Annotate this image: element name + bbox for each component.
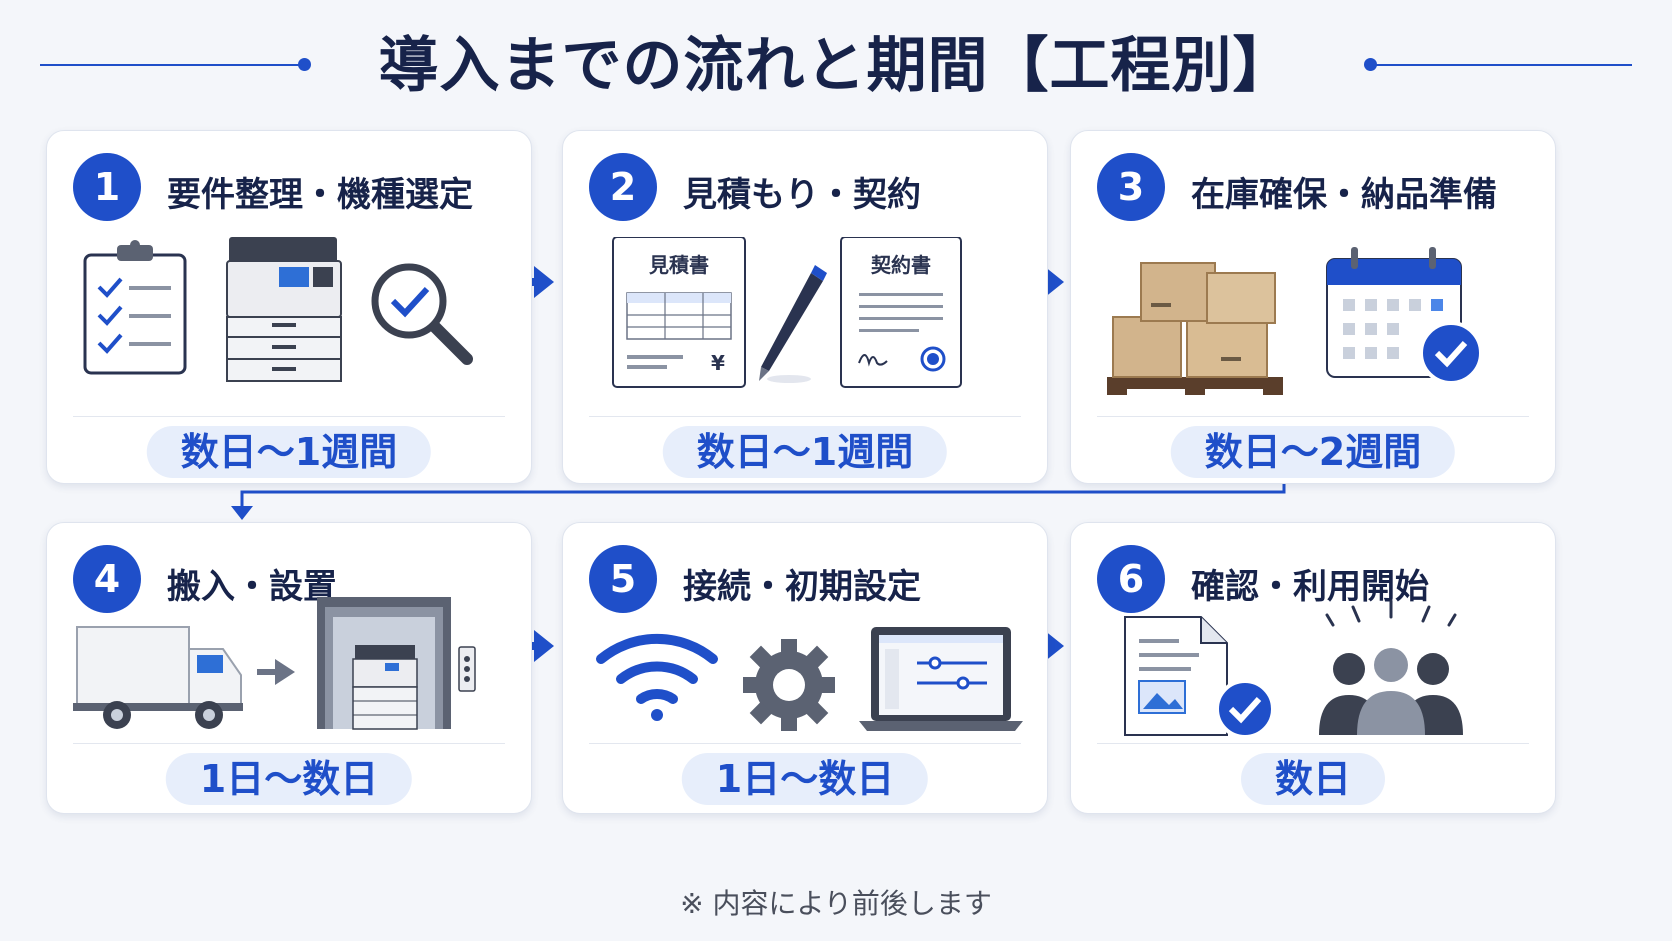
duration-badge: 数日〜1週間 [146, 426, 432, 478]
duration-badge: 1日〜数日 [165, 753, 413, 805]
step-card-4: 4 搬入・設置 1日〜数日 [46, 522, 532, 814]
step-number-badge: 4 [73, 545, 141, 613]
cardboard-boxes-pallet-icon [1107, 262, 1283, 395]
step-illustration [73, 597, 476, 730]
step-illustration [83, 237, 473, 382]
step-header: 4 搬入・設置 [73, 545, 511, 613]
step-number-badge: 2 [589, 153, 657, 221]
duration-badge: 数日 [1240, 753, 1386, 805]
copier-in-elevator-icon [317, 597, 476, 730]
step-title: 在庫確保・納品準備 [1191, 175, 1497, 215]
title-row: 導入までの流れと期間【工程別】 [0, 28, 1672, 108]
contract-document-label: 契約書 [871, 253, 931, 277]
step-number-badge: 5 [589, 545, 657, 613]
card-divider [73, 743, 505, 744]
step-number-badge: 1 [73, 153, 141, 221]
estimate-document-icon [612, 237, 746, 388]
footnote: ※ 内容により前後します [680, 887, 992, 920]
title-line-left [40, 64, 302, 66]
arrow-right-icon [257, 659, 295, 685]
delivery-truck-icon [73, 626, 243, 729]
duration-badge: 数日〜1週間 [662, 426, 948, 478]
page-title: 導入までの流れと期間【工程別】 [378, 31, 1294, 101]
card-divider [589, 743, 1021, 744]
step-card-6: 6 確認・利用開始 数日 [1070, 522, 1556, 814]
laptop-settings-icon [859, 627, 1023, 731]
title-dot-right [1364, 58, 1377, 71]
title-line-right [1376, 64, 1632, 66]
step-card-1: 1 要件整理・機種選定 [46, 130, 532, 484]
step-header: 6 確認・利用開始 [1097, 545, 1535, 613]
calendar-check-icon [1326, 247, 1483, 385]
card-divider [1097, 743, 1529, 744]
step-title: 要件整理・機種選定 [167, 175, 473, 215]
estimate-document-label: 見積書 [649, 253, 709, 277]
yen-symbol: ¥ [711, 351, 725, 375]
step-title: 見積もり・契約 [683, 175, 921, 215]
step-header: 3 在庫確保・納品準備 [1097, 153, 1535, 221]
title-dot-left [298, 58, 311, 71]
magnifier-check-icon [371, 263, 473, 365]
duration-badge: 1日〜数日 [681, 753, 929, 805]
step-card-5: 5 接続・初期設定 [562, 522, 1048, 814]
pen-icon [759, 265, 827, 383]
step-illustration [596, 627, 1023, 731]
step-illustration [1107, 247, 1483, 395]
gear-icon [743, 639, 835, 731]
step-illustration [1124, 599, 1463, 737]
copier-icon [226, 237, 342, 382]
step-card-3: 3 在庫確保・納品準備 [1070, 130, 1556, 484]
step-header: 1 要件整理・機種選定 [73, 153, 511, 221]
step-title: 接続・初期設定 [683, 567, 921, 607]
card-divider [73, 416, 505, 417]
step-title: 確認・利用開始 [1191, 567, 1429, 607]
step-number-badge: 3 [1097, 153, 1165, 221]
step-number-badge: 6 [1097, 545, 1165, 613]
step-card-2: 2 見積もり・契約 [562, 130, 1048, 484]
step-title: 搬入・設置 [167, 567, 337, 607]
duration-badge: 数日〜2週間 [1170, 426, 1456, 478]
wifi-icon [596, 633, 718, 721]
card-divider [589, 416, 1021, 417]
step-header: 5 接続・初期設定 [589, 545, 1027, 613]
contract-document-icon [840, 237, 962, 388]
step-illustration: 見積書 ¥ 契約書 [583, 237, 1027, 397]
users-celebrate-icon [1319, 599, 1463, 735]
checklist-clipboard-icon [83, 240, 187, 375]
card-divider [1097, 416, 1529, 417]
step-header: 2 見積もり・契約 [589, 153, 1027, 221]
document-check-icon [1124, 616, 1275, 737]
